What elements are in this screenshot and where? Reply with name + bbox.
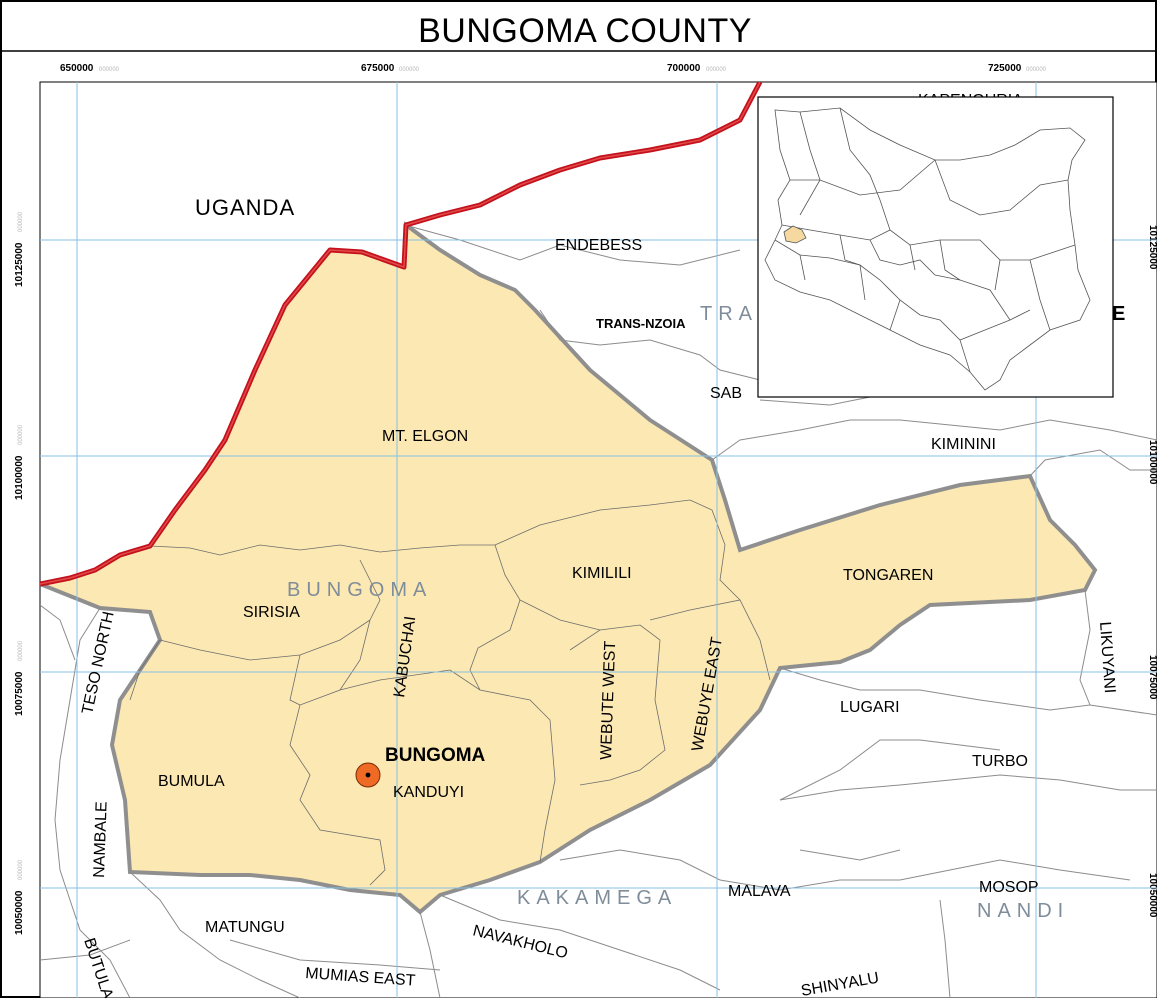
northing-suffix-1: 000000: [18, 211, 24, 232]
subcounty-label-kanduyi: KANDUYI: [393, 784, 464, 801]
county-label-bungoma: BUNGOMA: [287, 579, 432, 601]
northing-label-3: 10075000: [14, 671, 25, 716]
northing-label-2: 10100000: [14, 455, 25, 500]
northing-labels-left: 10125000 000000 10100000 000000 10075000…: [14, 211, 25, 935]
inset-county-lines: [774, 107, 1076, 373]
easting-label-4: 725000: [988, 63, 1022, 74]
area-label-lugari: LUGARI: [840, 699, 900, 716]
area-label-turbo: TURBO: [972, 753, 1028, 770]
easting-suffix-3: 000000: [706, 67, 727, 73]
town-marker-dot: [365, 772, 371, 778]
northing-suffix-4: 000000: [18, 859, 24, 880]
subcounty-label-bumula: BUMULA: [158, 773, 225, 790]
area-label-malava: MALAVA: [728, 883, 791, 900]
northing-suffix-3: 000000: [18, 640, 24, 661]
county-label-nandi: NANDI: [977, 900, 1069, 922]
country-label-uganda: UGANDA: [195, 195, 295, 220]
easting-suffix-4: 000000: [1026, 67, 1047, 73]
northing-label-4: 10050000: [14, 890, 25, 935]
area-label-trans-nzoia: TRANS-NZOIA: [596, 316, 686, 331]
subcounty-label-webute-west: WEBUTE WEST: [598, 640, 619, 760]
subcounty-label-kimilili: KIMILILI: [572, 565, 632, 582]
northing-label-right-2: 10100000: [1147, 440, 1157, 485]
county-label-kakamega: KAKAMEGA: [517, 887, 677, 909]
easting-suffix-1: 000000: [99, 67, 120, 73]
northing-label-1: 10125000: [14, 242, 25, 287]
county-label-trans-nzoia-partial: TRA: [700, 303, 758, 325]
inset-bungoma-highlight: [783, 225, 807, 244]
subcounty-label-mt-elgon: MT. ELGON: [382, 428, 468, 445]
northing-labels-right: 10125000 10100000 10075000 10050000: [1147, 225, 1157, 918]
northing-label-right-1: 10125000: [1147, 225, 1157, 270]
area-label-likuyani: LIKUYANI: [1096, 621, 1118, 694]
area-label-matungu: MATUNGU: [205, 919, 285, 936]
subcounty-boundaries: [129, 499, 771, 886]
county-label-edge: E: [1112, 303, 1125, 325]
town-label-bungoma: BUNGOMA: [385, 745, 486, 766]
area-label-kiminini: KIMININI: [931, 436, 996, 453]
area-label-nambale: NAMBALE: [91, 801, 111, 878]
northing-label-right-4: 10050000: [1147, 873, 1157, 918]
easting-label-2: 675000: [361, 63, 395, 74]
inset-map[interactable]: KAPENGURIA: [757, 92, 1114, 398]
map-title: BUNGOMA COUNTY: [418, 12, 752, 50]
easting-suffix-2: 000000: [399, 67, 420, 73]
subcounty-label-sirisia: SIRISIA: [243, 604, 300, 621]
northing-label-right-3: 10075000: [1147, 655, 1157, 700]
area-label-endebess: ENDEBESS: [555, 237, 642, 254]
easting-label-3: 700000: [667, 63, 701, 74]
northing-suffix-2: 000000: [18, 424, 24, 445]
inset-frame: [757, 96, 1114, 398]
subcounty-label-tongaren: TONGAREN: [843, 567, 933, 584]
area-label-mosop: MOSOP: [979, 879, 1039, 896]
easting-labels: 650000 000000 675000 000000 700000 00000…: [60, 63, 1047, 74]
easting-label-1: 650000: [60, 63, 94, 74]
area-label-sab: SAB: [710, 385, 742, 402]
international-border-inner: [40, 82, 761, 585]
